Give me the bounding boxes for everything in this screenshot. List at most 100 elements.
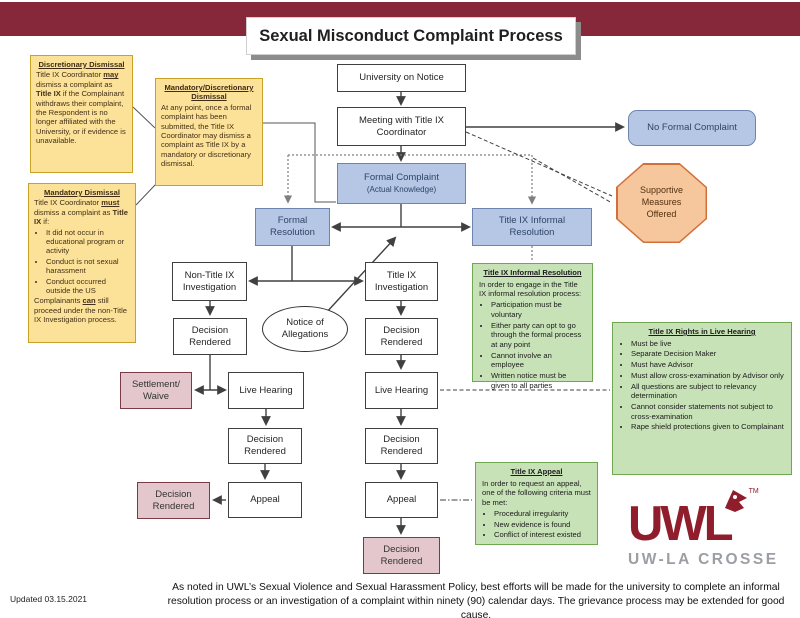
- bullet: Conflict of interest existed: [494, 530, 591, 540]
- callout-text: can: [82, 296, 96, 306]
- bullet: New evidence is found: [494, 520, 591, 530]
- node-settlement-waive: Settlement/ Waive: [120, 372, 192, 409]
- node-appeal-mid: Appeal: [365, 482, 438, 518]
- node-decision-rendered-1-mid: Decision Rendered: [365, 318, 438, 355]
- node-supportive-measures: Supportive Measures Offered: [616, 163, 707, 243]
- callout-title: Discretionary Dismissal: [38, 60, 125, 69]
- uwl-eagle-icon: [724, 490, 747, 512]
- node-label: Live Hearing: [239, 384, 293, 396]
- callout-text: Title IX: [34, 207, 128, 227]
- node-no-formal-complaint: No Formal Complaint: [628, 110, 756, 146]
- uwl-logo: UWL TM UW-LA CROSSE: [628, 488, 788, 568]
- callout-discretionary-dismissal: Discretionary Dismissal Title IX Coordin…: [30, 55, 133, 173]
- node-label: Waive: [142, 390, 170, 402]
- node-decision-rendered-final-mid: Decision Rendered: [363, 537, 440, 574]
- callout-text: may: [103, 70, 119, 80]
- node-label: Live Hearing: [374, 384, 429, 396]
- bullet: Rape shield protections given to Complai…: [631, 422, 785, 432]
- info-text: In order to request an appeal, one of th…: [482, 478, 591, 508]
- bullet: Procedural irregularity: [494, 509, 591, 519]
- node-label: Settlement/: [131, 378, 181, 390]
- node-label: Title IX Investigation: [374, 269, 429, 293]
- node-live-hearing-left: Live Hearing: [228, 372, 304, 409]
- node-title-ix-investigation: Title IX Investigation: [365, 262, 438, 301]
- node-label: Notice of Allegations: [281, 317, 329, 340]
- uwl-logo-tm: TM: [748, 488, 759, 495]
- bullet: All questions are subject to relevancy d…: [631, 382, 785, 401]
- bullet: Separate Decision Maker: [631, 349, 785, 359]
- callout-text: Complainants: [34, 296, 83, 306]
- node-label: Appeal: [250, 494, 280, 506]
- node-non-title-ix-investigation: Non-Title IX Investigation: [172, 262, 247, 301]
- node-label: Decision Rendered: [380, 543, 423, 567]
- bullet: Cannot involve an employee: [491, 351, 586, 370]
- bullet: Written notice must be given to all part…: [491, 371, 586, 390]
- node-meeting-title-ix-coordinator: Meeting with Title IX Coordinator: [337, 107, 466, 146]
- node-appeal-left: Appeal: [228, 482, 302, 518]
- callout-bullet-list: It did not occur in educational program …: [34, 228, 130, 296]
- node-notice-of-allegations: Notice of Allegations: [262, 306, 348, 352]
- node-decision-rendered-2-mid: Decision Rendered: [365, 428, 438, 464]
- callout-text: Title IX Coordinator: [34, 198, 102, 208]
- node-decision-rendered-1-left: Decision Rendered: [173, 318, 247, 355]
- octagon-fill: Supportive Measures Offered: [617, 164, 706, 242]
- updated-date: Updated 03.15.2021: [10, 594, 88, 604]
- callout-text: dismiss a complaint as: [36, 79, 113, 89]
- node-label: Decision Rendered: [244, 434, 286, 457]
- page-title: Sexual Misconduct Complaint Process: [259, 26, 563, 45]
- callout-mandatory-dismissal: Mandatory Dismissal Title IX Coordinator…: [28, 183, 136, 343]
- callout-mandatory-discretionary-dismissal: Mandatory/Discretionary Dismissal At any…: [155, 78, 263, 186]
- info-bullet-list: Procedural irregularity New evidence is …: [482, 509, 591, 540]
- node-label: Formal Resolution: [270, 215, 315, 238]
- info-title: Title IX Appeal: [510, 467, 563, 476]
- bullet: Participation must be voluntary: [491, 300, 586, 319]
- node-formal-resolution: Formal Resolution: [255, 208, 330, 246]
- bullet: Cannot consider statements not subject t…: [631, 402, 785, 421]
- node-label: Title IX Informal Resolution: [498, 215, 566, 238]
- callout-text: Title IX Coordinator: [36, 70, 104, 80]
- info-title: Title IX Rights in Live Hearing: [648, 327, 756, 336]
- uwl-logo-acronym: UWL: [628, 497, 734, 551]
- node-label: Meeting with Title IX Coordinator: [358, 114, 444, 138]
- node-sublabel: (Actual Knowledge): [366, 184, 437, 194]
- callout-text: still proceed under the non-Title IX Inv…: [34, 296, 128, 325]
- info-bullet-list: Participation must be voluntary Either p…: [479, 300, 586, 390]
- node-decision-rendered-final-left: Decision Rendered: [137, 482, 210, 519]
- node-label: Formal Complaint: [364, 172, 439, 184]
- bullet: Conduct occurred outside the US: [46, 277, 130, 296]
- callout-text: if:: [41, 217, 50, 227]
- node-label: Decision Rendered: [189, 324, 231, 348]
- callout-text: if the Complainant withdraws their compl…: [36, 89, 126, 146]
- page-title-box: Sexual Misconduct Complaint Process: [246, 17, 576, 55]
- bullet: Must be live: [631, 339, 785, 349]
- callout-text: At any point, once a formal complaint ha…: [161, 102, 252, 169]
- bullet: Either party can opt to go through the f…: [491, 321, 586, 350]
- info-text: In order to engage in the Title IX infor…: [479, 279, 582, 299]
- uwl-logo-wordmark: UW-LA CROSSE: [628, 551, 779, 568]
- node-university-on-notice: University on Notice: [337, 64, 466, 92]
- node-label: Decision Rendered: [152, 488, 195, 512]
- node-label: Decision Rendered: [380, 324, 423, 348]
- callout-title: Mandatory/Discretionary Dismissal: [164, 83, 254, 102]
- info-title: Title IX Informal Resolution: [483, 268, 582, 277]
- info-bullet-list: Must be live Separate Decision Maker Mus…: [619, 339, 785, 432]
- footer-note: As noted in UWL’s Sexual Violence and Se…: [167, 582, 785, 618]
- info-title-ix-appeal: Title IX Appeal In order to request an a…: [475, 462, 598, 545]
- node-decision-rendered-2-left: Decision Rendered: [228, 428, 302, 464]
- node-title-ix-informal-resolution: Title IX Informal Resolution: [472, 208, 592, 246]
- bullet: Conduct is not sexual harassment: [46, 257, 130, 276]
- callout-text: Title IX: [36, 89, 61, 99]
- node-label: Decision Rendered: [380, 434, 423, 457]
- node-label: University on Notice: [359, 72, 444, 84]
- bullet: Must have Advisor: [631, 360, 785, 370]
- node-label: Supportive Measures Offered: [639, 185, 684, 219]
- info-title-ix-informal-resolution: Title IX Informal Resolution In order to…: [472, 263, 593, 390]
- node-label: Non-Title IX Investigation: [182, 269, 237, 293]
- node-formal-complaint: Formal Complaint (Actual Knowledge): [337, 163, 466, 204]
- node-label: Appeal: [386, 494, 417, 506]
- node-live-hearing-mid: Live Hearing: [365, 372, 438, 409]
- callout-text: dismiss a complaint as: [34, 207, 113, 217]
- bullet: It did not occur in educational program …: [46, 228, 130, 256]
- bullet: Must allow cross-examination by Advisor …: [631, 371, 785, 381]
